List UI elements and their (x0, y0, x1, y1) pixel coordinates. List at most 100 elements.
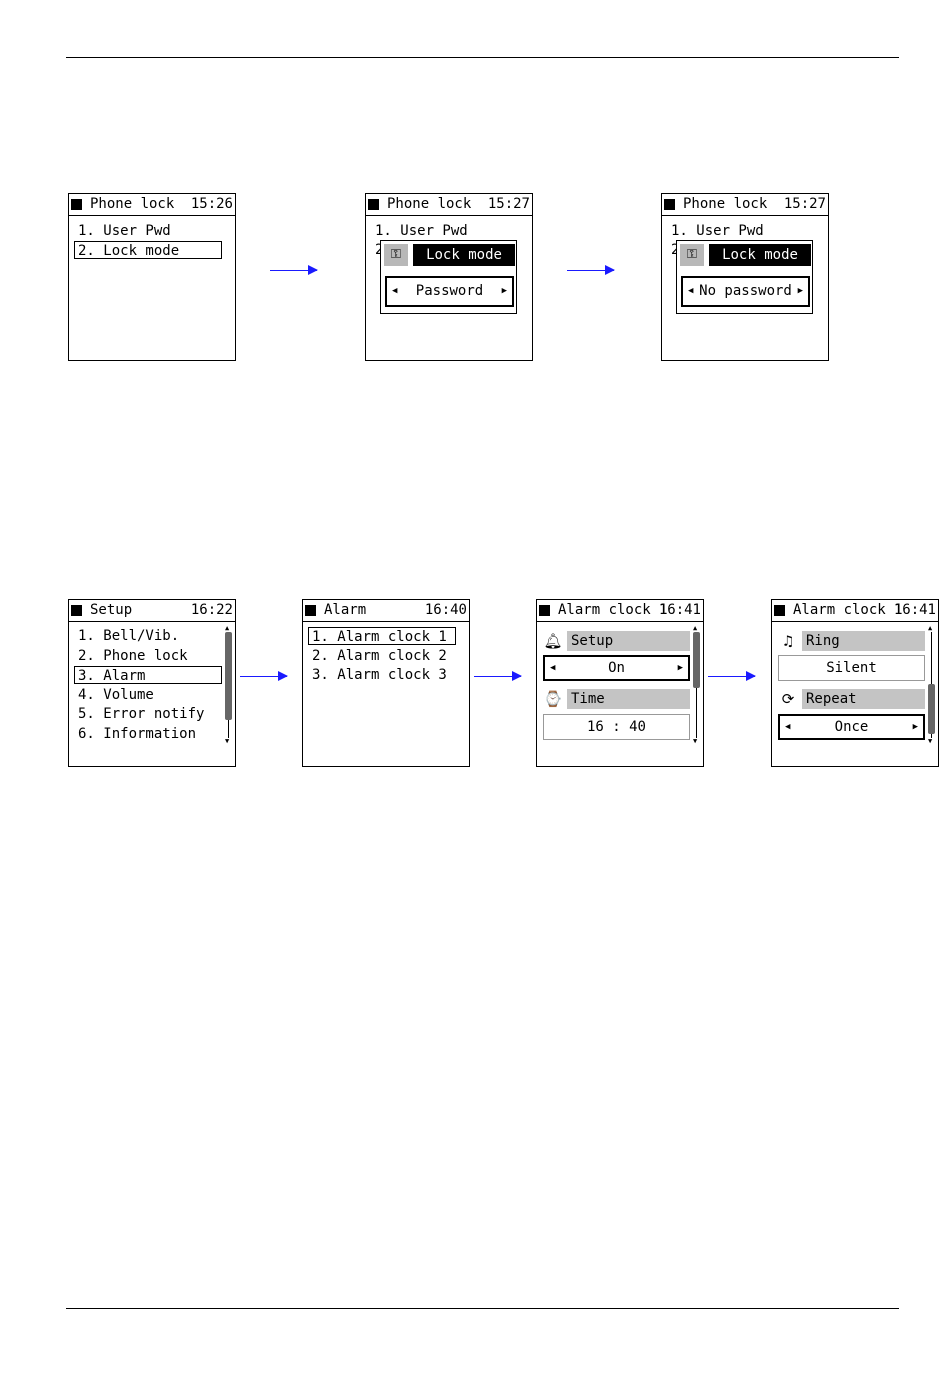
ring-value: Silent (826, 660, 877, 676)
lock-mode-password-screen: Phone lock 15:27 1. User Pwd 2 ⚿ Lock mo… (365, 193, 533, 361)
lock-mode-selector[interactable]: ◀ Password ▶ (385, 276, 514, 307)
popup-title: Lock mode (413, 244, 515, 266)
screen-title: Phone lock (683, 196, 768, 212)
lock-mode-value: No password (699, 283, 792, 299)
scroll-up-icon[interactable]: ▲ (693, 624, 698, 632)
lock-mode-selector[interactable]: ◀ No password ▶ (681, 276, 810, 307)
clock: 16:22 (190, 602, 233, 618)
repeat-value: Once (834, 719, 869, 735)
flow-arrow (474, 671, 522, 681)
scroll-down-icon[interactable]: ▼ (693, 737, 698, 745)
scrollbar[interactable]: ▲ ▼ (693, 624, 700, 745)
phone-lock-menu-screen: Phone lock 15:26 1. User Pwd 2. Lock mod… (68, 193, 236, 361)
menu-item-alarm-clock-1[interactable]: 1. Alarm clock 1 (308, 627, 456, 645)
screen-title: Phone lock (90, 196, 175, 212)
lock-mode-popup: ⚿ Lock mode ◀ No password ▶ (676, 240, 813, 314)
menu-item-alarm[interactable]: 3. Alarm (74, 666, 222, 684)
scroll-down-icon[interactable]: ▼ (225, 737, 230, 745)
scroll-down-icon[interactable]: ▼ (928, 737, 933, 745)
alarm-menu-screen: Alarm 16:40 1. Alarm clock 1 2. Alarm cl… (302, 599, 470, 767)
menu-item-partial: 2 (668, 241, 679, 259)
lock-mode-value: Password (415, 283, 484, 299)
signal-square-icon (664, 199, 675, 210)
clock: 15:27 (783, 196, 826, 212)
header-rule (66, 57, 899, 58)
key-icon: ⚿ (384, 244, 408, 266)
scroll-thumb[interactable] (225, 632, 232, 720)
flow-arrow (567, 265, 615, 275)
screen-title: Setup (90, 602, 133, 618)
setup-selector[interactable]: ◀ On ▶ (543, 655, 690, 681)
signal-square-icon (305, 605, 316, 616)
section-label: Time (567, 689, 690, 709)
menu-item-alarm-clock-3[interactable]: 3. Alarm clock 3 (312, 667, 447, 683)
menu-item-error-notify[interactable]: 5. Error notify (78, 706, 205, 722)
right-arrow-icon[interactable]: ▶ (677, 663, 683, 673)
status-bar: Setup 16:22 (69, 600, 235, 622)
menu-item-lock-mode[interactable]: 2. Lock mode (74, 241, 222, 259)
repeat-icon: ⟳ (781, 690, 795, 708)
lock-mode-popup: ⚿ Lock mode ◀ Password ▶ (380, 240, 517, 314)
signal-square-icon (71, 605, 82, 616)
setup-value: On (608, 660, 625, 676)
section-label: Setup (567, 631, 690, 651)
scrollbar[interactable]: ▲ ▼ (928, 624, 935, 745)
scroll-up-icon[interactable]: ▲ (928, 624, 933, 632)
time-section-header: ⌚ Time (543, 689, 690, 709)
menu-item-bell-vib[interactable]: 1. Bell/Vib. (78, 628, 180, 644)
status-bar: Alarm 16:40 (303, 600, 469, 622)
clock: 15:26 (190, 196, 233, 212)
status-bar: Phone lock 15:27 (366, 194, 532, 216)
time-value: 16 : 40 (586, 719, 646, 735)
signal-square-icon (774, 605, 785, 616)
clock: 16:41 (658, 602, 701, 618)
setup-menu-screen: Setup 16:22 1. Bell/Vib. 2. Phone lock 3… (68, 599, 236, 767)
alarm-clock-setup-screen: Alarm clock 1 16:41 🔔︎ Setup ◀ On ▶ ⌚ Ti… (536, 599, 704, 767)
menu-item-phone-lock[interactable]: 2. Phone lock (78, 648, 188, 664)
menu-item-volume[interactable]: 4. Volume (78, 687, 154, 703)
status-bar: Alarm clock 1 16:41 (772, 600, 938, 622)
menu-item-partial: 2 (372, 241, 383, 259)
menu-item-user-pwd: 1. User Pwd (375, 223, 468, 239)
scroll-thumb[interactable] (693, 632, 700, 688)
status-bar: Alarm clock 1 16:41 (537, 600, 703, 622)
footer-rule (66, 1308, 899, 1309)
left-arrow-icon[interactable]: ◀ (550, 663, 556, 673)
key-icon: ⚿ (680, 244, 704, 266)
setup-section-header: 🔔︎ Setup (543, 631, 690, 651)
scrollbar[interactable]: ▲ ▼ (225, 624, 232, 745)
scroll-thumb[interactable] (928, 684, 935, 734)
menu-item-alarm-clock-2[interactable]: 2. Alarm clock 2 (312, 648, 447, 664)
screen-title: Alarm clock 1 (793, 602, 903, 618)
right-arrow-icon[interactable]: ▶ (912, 722, 918, 732)
music-note-icon: ♫ (783, 632, 793, 650)
flow-arrow (270, 265, 318, 275)
clock-icon: ⌚ (543, 690, 563, 708)
section-label: Ring (802, 631, 925, 651)
right-arrow-icon[interactable]: ▶ (797, 286, 803, 296)
alarm-clock-ring-screen: Alarm clock 1 16:41 ♫ Ring Silent ⟳ Repe… (771, 599, 939, 767)
left-arrow-icon[interactable]: ◀ (688, 286, 694, 296)
left-arrow-icon[interactable]: ◀ (392, 286, 398, 296)
repeat-selector[interactable]: ◀ Once ▶ (778, 714, 925, 740)
signal-square-icon (368, 199, 379, 210)
screen-title: Alarm clock 1 (558, 602, 668, 618)
flow-arrow (240, 671, 288, 681)
lock-mode-no-password-screen: Phone lock 15:27 1. User Pwd 2 ⚿ Lock mo… (661, 193, 829, 361)
status-bar: Phone lock 15:26 (69, 194, 235, 216)
ring-field[interactable]: Silent (778, 655, 925, 681)
menu-item-information[interactable]: 6. Information (78, 726, 197, 742)
bell-icon: 🔔︎ (543, 632, 563, 650)
flow-arrow (708, 671, 756, 681)
status-bar: Phone lock 15:27 (662, 194, 828, 216)
right-arrow-icon[interactable]: ▶ (501, 286, 507, 296)
signal-square-icon (71, 199, 82, 210)
clock: 15:27 (487, 196, 530, 212)
signal-square-icon (539, 605, 550, 616)
time-field[interactable]: 16 : 40 (543, 714, 690, 740)
menu-item-user-pwd[interactable]: 1. User Pwd (78, 223, 171, 239)
screen-title: Phone lock (387, 196, 472, 212)
left-arrow-icon[interactable]: ◀ (785, 722, 791, 732)
scroll-up-icon[interactable]: ▲ (225, 624, 230, 632)
popup-title: Lock mode (709, 244, 811, 266)
